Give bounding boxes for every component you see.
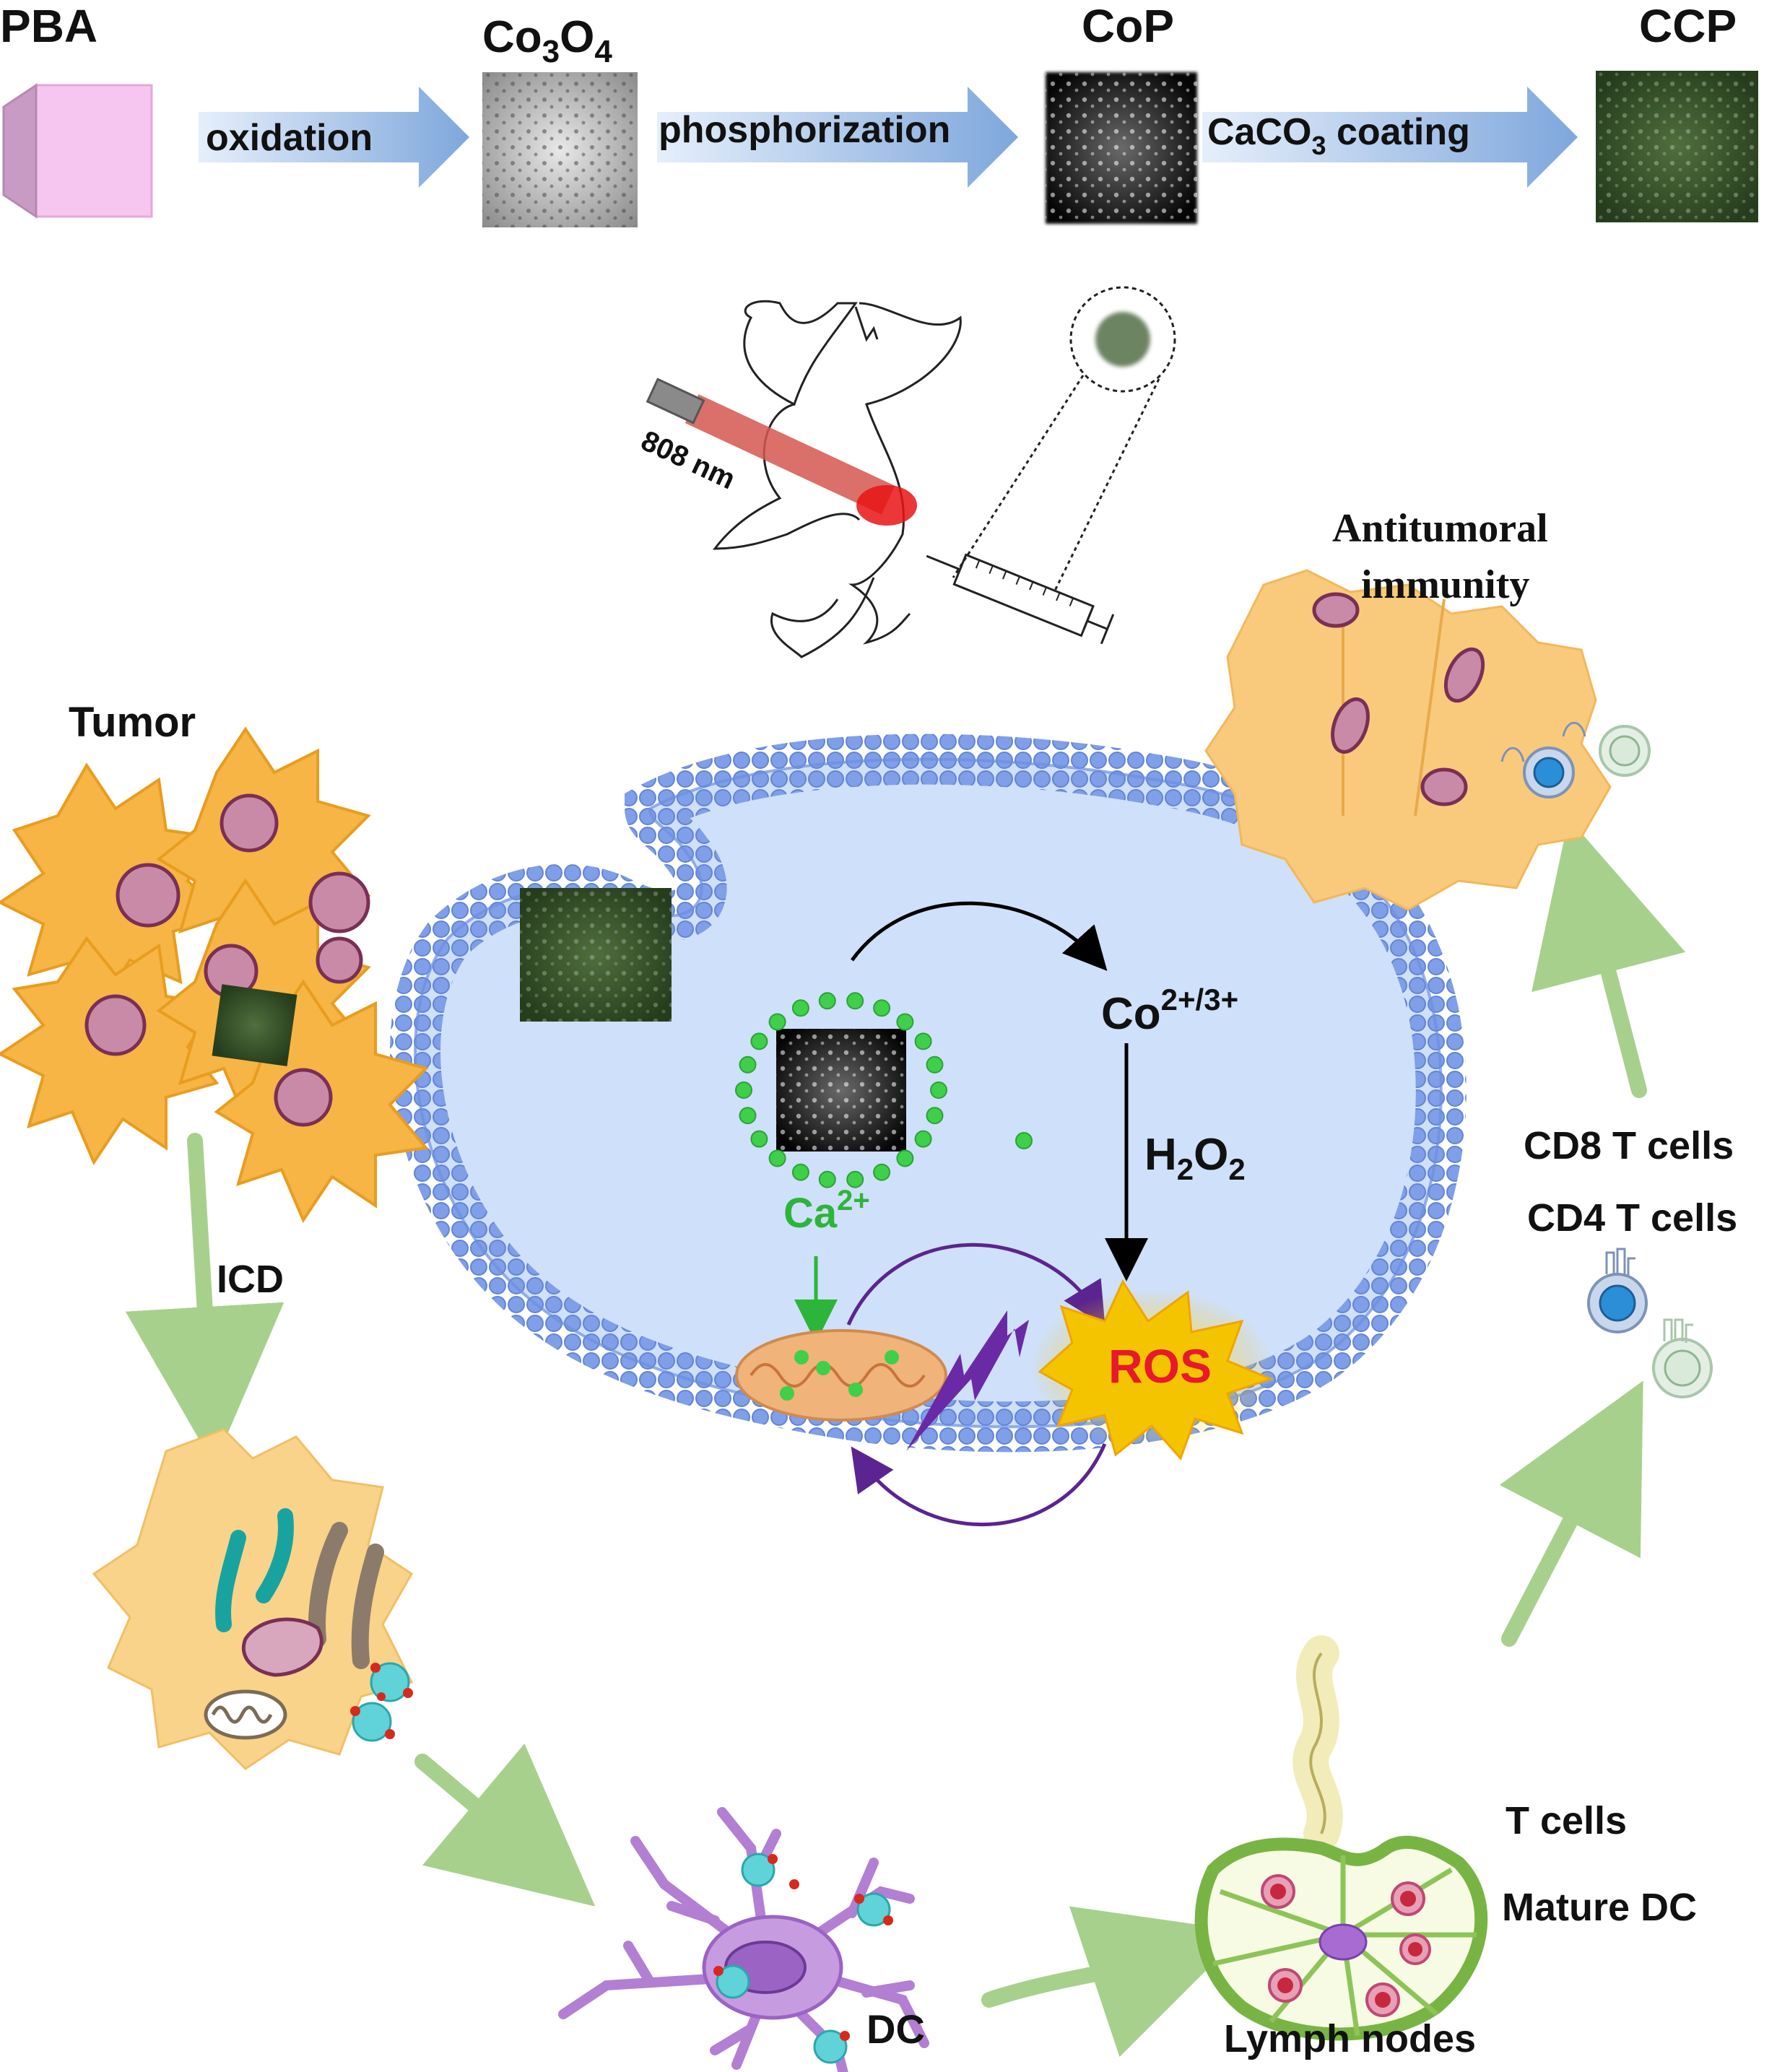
calcium-ion-dot [791, 999, 809, 1017]
immunity-label: immunity [1361, 562, 1529, 607]
oxidation-arrow [199, 87, 469, 188]
cobalt-ion-label: Co2+/3+ [1101, 983, 1238, 1039]
release-arrow [850, 901, 1108, 971]
ccp-particle-zoom [1095, 312, 1150, 367]
ros-label: ROS [1108, 1339, 1212, 1393]
caco3-coating-arrow [1202, 87, 1578, 188]
dendritic-cell [558, 1807, 929, 2072]
calcium-ion-dot [818, 1170, 836, 1188]
cop-label: CoP [1082, 0, 1174, 52]
ros-cycle-arrow-bottom [851, 1443, 1107, 1527]
calcium-ion-dot [791, 1163, 809, 1181]
lymph-to-tcell-arrow [1499, 1380, 1643, 1647]
mature-dc-label: Mature DC [1502, 1886, 1697, 1929]
laser-spot [856, 485, 917, 526]
calcium-ion-dot [1015, 1132, 1033, 1149]
dc-label: DC [866, 2006, 925, 2052]
ccp-label: CCP [1639, 0, 1737, 52]
antitumoral-label: Antitumoral [1332, 506, 1548, 551]
laser-fiber [646, 378, 917, 526]
calcium-ion-dot [846, 1170, 864, 1188]
cop-cube [1046, 72, 1197, 224]
ccp-cube [1596, 71, 1758, 222]
ros-cycle-arrow-top [846, 1242, 1105, 1327]
calcium-ion-dot [846, 992, 864, 1010]
calcium-ion-dot [750, 1032, 768, 1050]
caco3-coating-label: CaCO3 coating [1207, 111, 1470, 160]
antigen-to-dc-arrow [414, 1744, 596, 1907]
icd-label: ICD [217, 1258, 284, 1301]
calcium-ion-dot [896, 1149, 914, 1167]
calcium-ion-dot [930, 1081, 947, 1099]
calcium-ion-dot [873, 1163, 891, 1181]
phosphorization-label: phosphorization [659, 109, 950, 151]
tcell-to-tumor-arrow [1531, 818, 1686, 1098]
calcium-ion-dot [735, 1081, 752, 1099]
oxidation-label: oxidation [206, 117, 373, 159]
hydrogen-peroxide-label: H2O2 [1144, 1130, 1246, 1186]
dying-tumor-cell [92, 1428, 414, 1770]
pba-cube [2, 83, 153, 219]
calcium-ion-dot [873, 999, 891, 1017]
calcium-ion-dot [768, 1013, 786, 1031]
lymph-nodes-label: Lymph nodes [1224, 2017, 1476, 2060]
pba-label: PBA [0, 0, 97, 52]
phosphorization-arrow [657, 87, 1018, 188]
tumor-label: Tumor [69, 699, 196, 746]
calcium-ion-dot [739, 1055, 757, 1074]
calcium-ion-dot [818, 992, 836, 1010]
laser-energy-bolt [906, 1310, 1029, 1451]
calcium-ion-dot [926, 1055, 944, 1074]
co3o4-label: Co3O4 [482, 12, 612, 69]
synthesis-row: PBA oxidation Co3O4 phosphorization CoP … [0, 0, 1758, 227]
lymph-node [1194, 1635, 1488, 2041]
calcium-ion-cloud [735, 992, 1033, 1188]
dc-to-lymph-arrow [981, 1906, 1246, 2058]
t-cells-label: T cells [1506, 1799, 1627, 1842]
calcium-ion-dot [914, 1032, 932, 1050]
mitochondrion [735, 1329, 947, 1422]
ros-burst [1029, 1279, 1274, 1461]
calcium-ion-dot [926, 1107, 944, 1125]
calcium-ion-dot [768, 1149, 786, 1167]
co3o4-cube [482, 72, 638, 227]
calcium-ion-dot [914, 1130, 932, 1148]
antitumoral-cluster [1204, 569, 1651, 911]
calcium-ion-dot [750, 1130, 768, 1148]
calcium-ion-dot [896, 1013, 914, 1031]
cd4-tcells-label: CD4 T cells [1527, 1196, 1737, 1240]
icd-arrow [125, 1133, 284, 1466]
calcium-ion-dot [739, 1107, 757, 1125]
tumor-cluster [0, 726, 429, 1224]
calcium-ion-label: Ca2+ [783, 1185, 870, 1237]
t-cell-pair [1587, 1248, 1713, 1398]
cd8-tcells-label: CD8 T cells [1524, 1124, 1734, 1167]
